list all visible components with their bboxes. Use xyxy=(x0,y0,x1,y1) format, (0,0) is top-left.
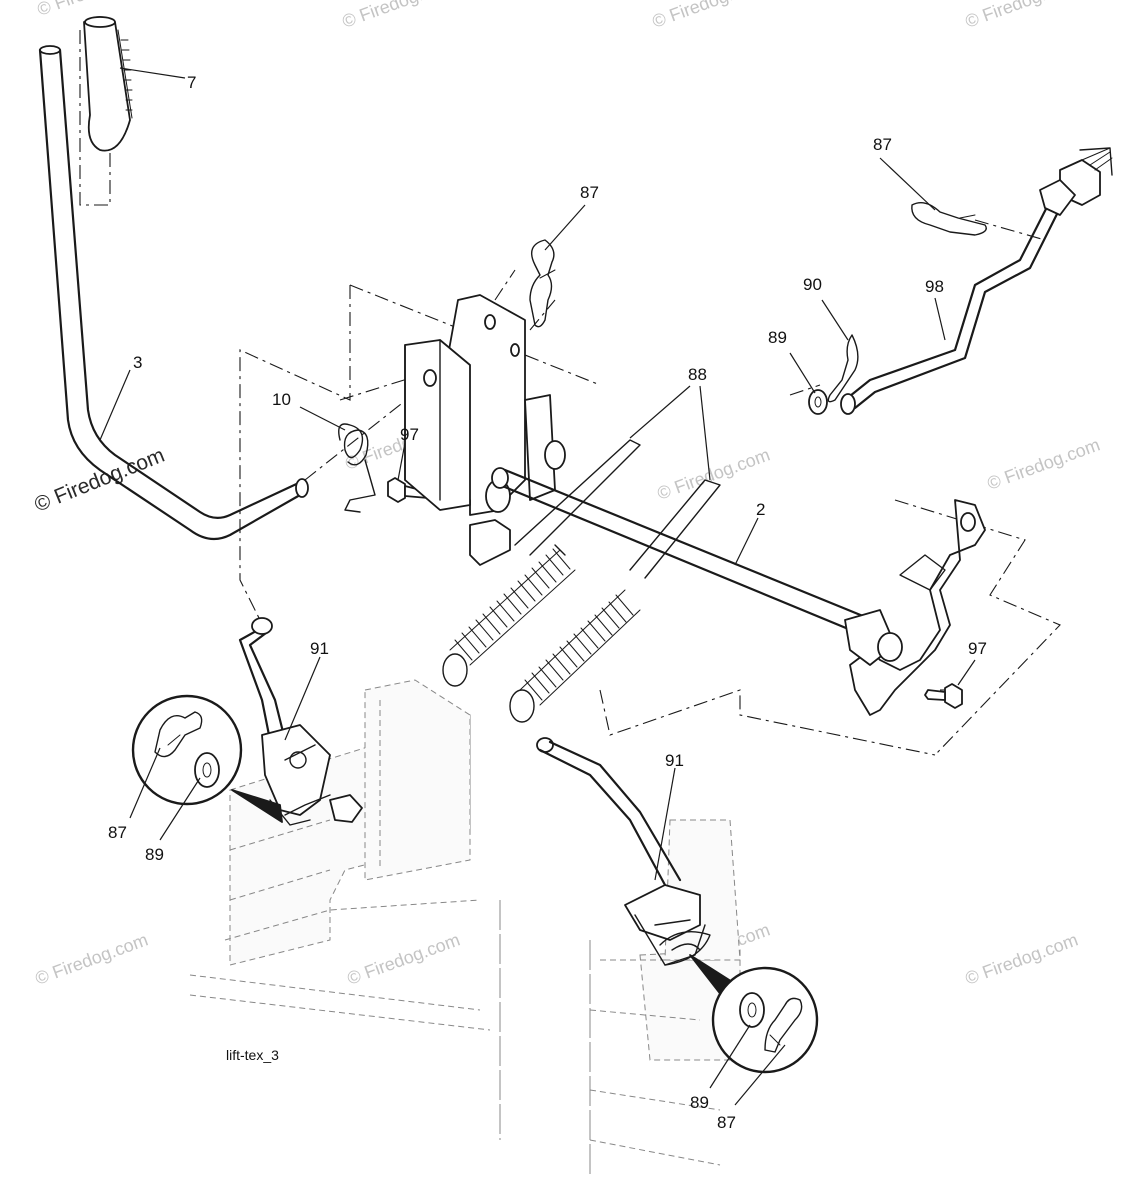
lift-link-left xyxy=(238,617,363,826)
lift-handle-grip xyxy=(83,16,133,152)
callout-hairpin-right: 87 xyxy=(873,135,892,154)
torsion-spring xyxy=(338,423,376,513)
detail-callout-right xyxy=(689,954,819,1074)
callout-clip-right: 90 xyxy=(803,275,822,294)
callout-rod: 98 xyxy=(925,277,944,296)
callout-hairpin-top: 87 xyxy=(580,183,599,202)
spring-right xyxy=(509,589,641,723)
washer-right xyxy=(808,389,828,415)
main-bracket xyxy=(404,294,566,566)
bolt-right xyxy=(924,683,963,709)
extension-springs xyxy=(442,439,721,723)
callout-detail-right-clip: 87 xyxy=(717,1113,736,1132)
callout-bolt-left: 97 xyxy=(400,425,419,444)
assembly-lines xyxy=(79,30,1061,756)
watermark: © Firedog.com xyxy=(655,444,773,503)
watermark-prominent: © Firedog.com xyxy=(31,444,168,517)
callout-link-right: 91 xyxy=(665,751,684,770)
detail-callout-left xyxy=(131,694,283,823)
cotter-clip-right xyxy=(827,334,859,403)
watermark: © Firedog.com xyxy=(345,929,463,988)
watermark: © Firedog.com xyxy=(340,0,458,32)
spring-left xyxy=(442,548,576,687)
callout-detail-left-washer: 89 xyxy=(145,845,164,864)
hairpin-clip-right xyxy=(911,202,987,236)
lift-handle xyxy=(38,45,309,541)
callout-lift-handle: 3 xyxy=(133,353,142,372)
callout-bolt-right: 97 xyxy=(968,639,987,658)
adjustment-rod xyxy=(840,147,1113,415)
leader-lines xyxy=(99,67,976,1106)
watermark: © Firedog.com xyxy=(33,929,151,988)
callout-torsion-spring: 10 xyxy=(272,390,291,409)
callout-detail-right-washer: 89 xyxy=(690,1093,709,1112)
part-callouts: 7 3 10 97 87 88 2 87 98 90 89 91 97 91 8… xyxy=(108,73,987,1132)
watermark: © Firedog.com xyxy=(963,929,1081,988)
callout-link-left: 91 xyxy=(310,639,329,658)
lift-link-right xyxy=(536,737,711,966)
watermark: © Firedog.com xyxy=(963,0,1081,32)
callout-washer-right: 89 xyxy=(768,328,787,347)
watermark: © Firedog.com xyxy=(650,0,768,32)
callout-detail-left-clip: 87 xyxy=(108,823,127,842)
diagram-id-label: lift-tex_3 xyxy=(226,1047,279,1063)
watermark: © Firedog.com xyxy=(985,434,1103,493)
hairpin-clip-top xyxy=(529,239,556,328)
callout-springs: 88 xyxy=(688,365,707,384)
right-bracket xyxy=(844,499,986,716)
callout-shaft: 2 xyxy=(756,500,765,519)
callout-grip: 7 xyxy=(187,73,196,92)
